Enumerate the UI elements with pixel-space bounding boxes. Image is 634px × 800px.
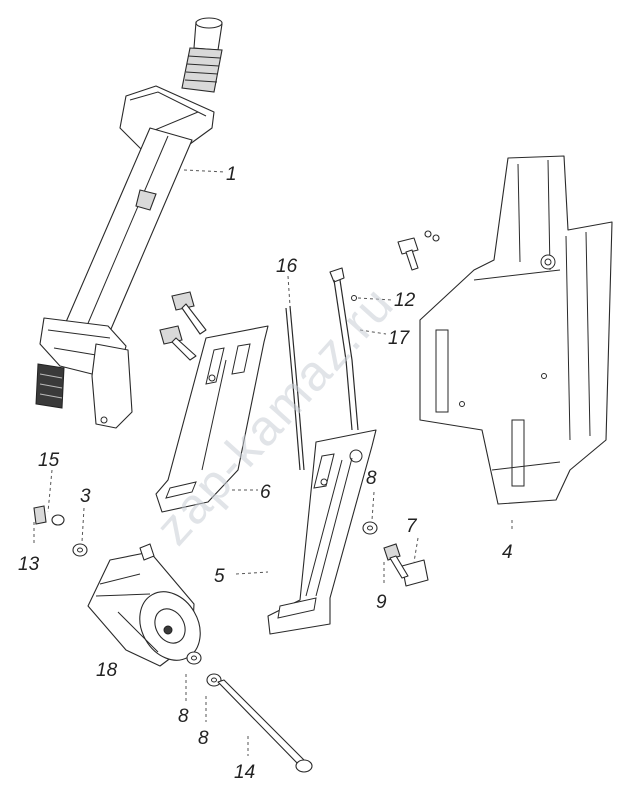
callout-8-right: 8 <box>366 468 377 489</box>
callout-18: 18 <box>96 660 118 681</box>
spring-lever-part <box>329 267 359 431</box>
callout-14: 14 <box>234 762 255 783</box>
callout-12: 12 <box>394 290 416 311</box>
actuator-cylinder-part <box>87 543 201 667</box>
callout-3: 3 <box>80 486 91 507</box>
steering-column-part <box>35 17 223 429</box>
fastener-cluster-left <box>33 505 88 557</box>
leader-lines <box>33 169 513 756</box>
callout-5: 5 <box>214 566 225 587</box>
fastener-cluster-right <box>362 521 429 587</box>
callout-8-bottom-right: 8 <box>198 728 209 749</box>
callout-6: 6 <box>260 482 271 503</box>
callout-8-bottom-left: 8 <box>178 706 189 727</box>
lower-plate-part <box>267 429 377 635</box>
adjusting-plate-part <box>155 291 269 513</box>
callout-17: 17 <box>388 328 411 349</box>
callout-labels: 1 16 12 17 15 3 6 8 7 4 13 5 9 18 8 8 14 <box>18 164 513 783</box>
callout-1: 1 <box>226 164 237 185</box>
mounting-bracket-part <box>419 155 613 505</box>
callout-4: 4 <box>502 542 513 563</box>
callout-9: 9 <box>376 592 387 613</box>
callout-7: 7 <box>406 516 418 537</box>
callout-13: 13 <box>18 554 40 575</box>
fastener-cluster-bottom <box>186 651 313 773</box>
site-watermark: zap-kamaz.ru <box>145 275 405 555</box>
callout-16: 16 <box>276 256 298 277</box>
callout-15: 15 <box>38 450 60 471</box>
rod-part <box>285 305 305 471</box>
small-bolt-part <box>397 230 440 271</box>
